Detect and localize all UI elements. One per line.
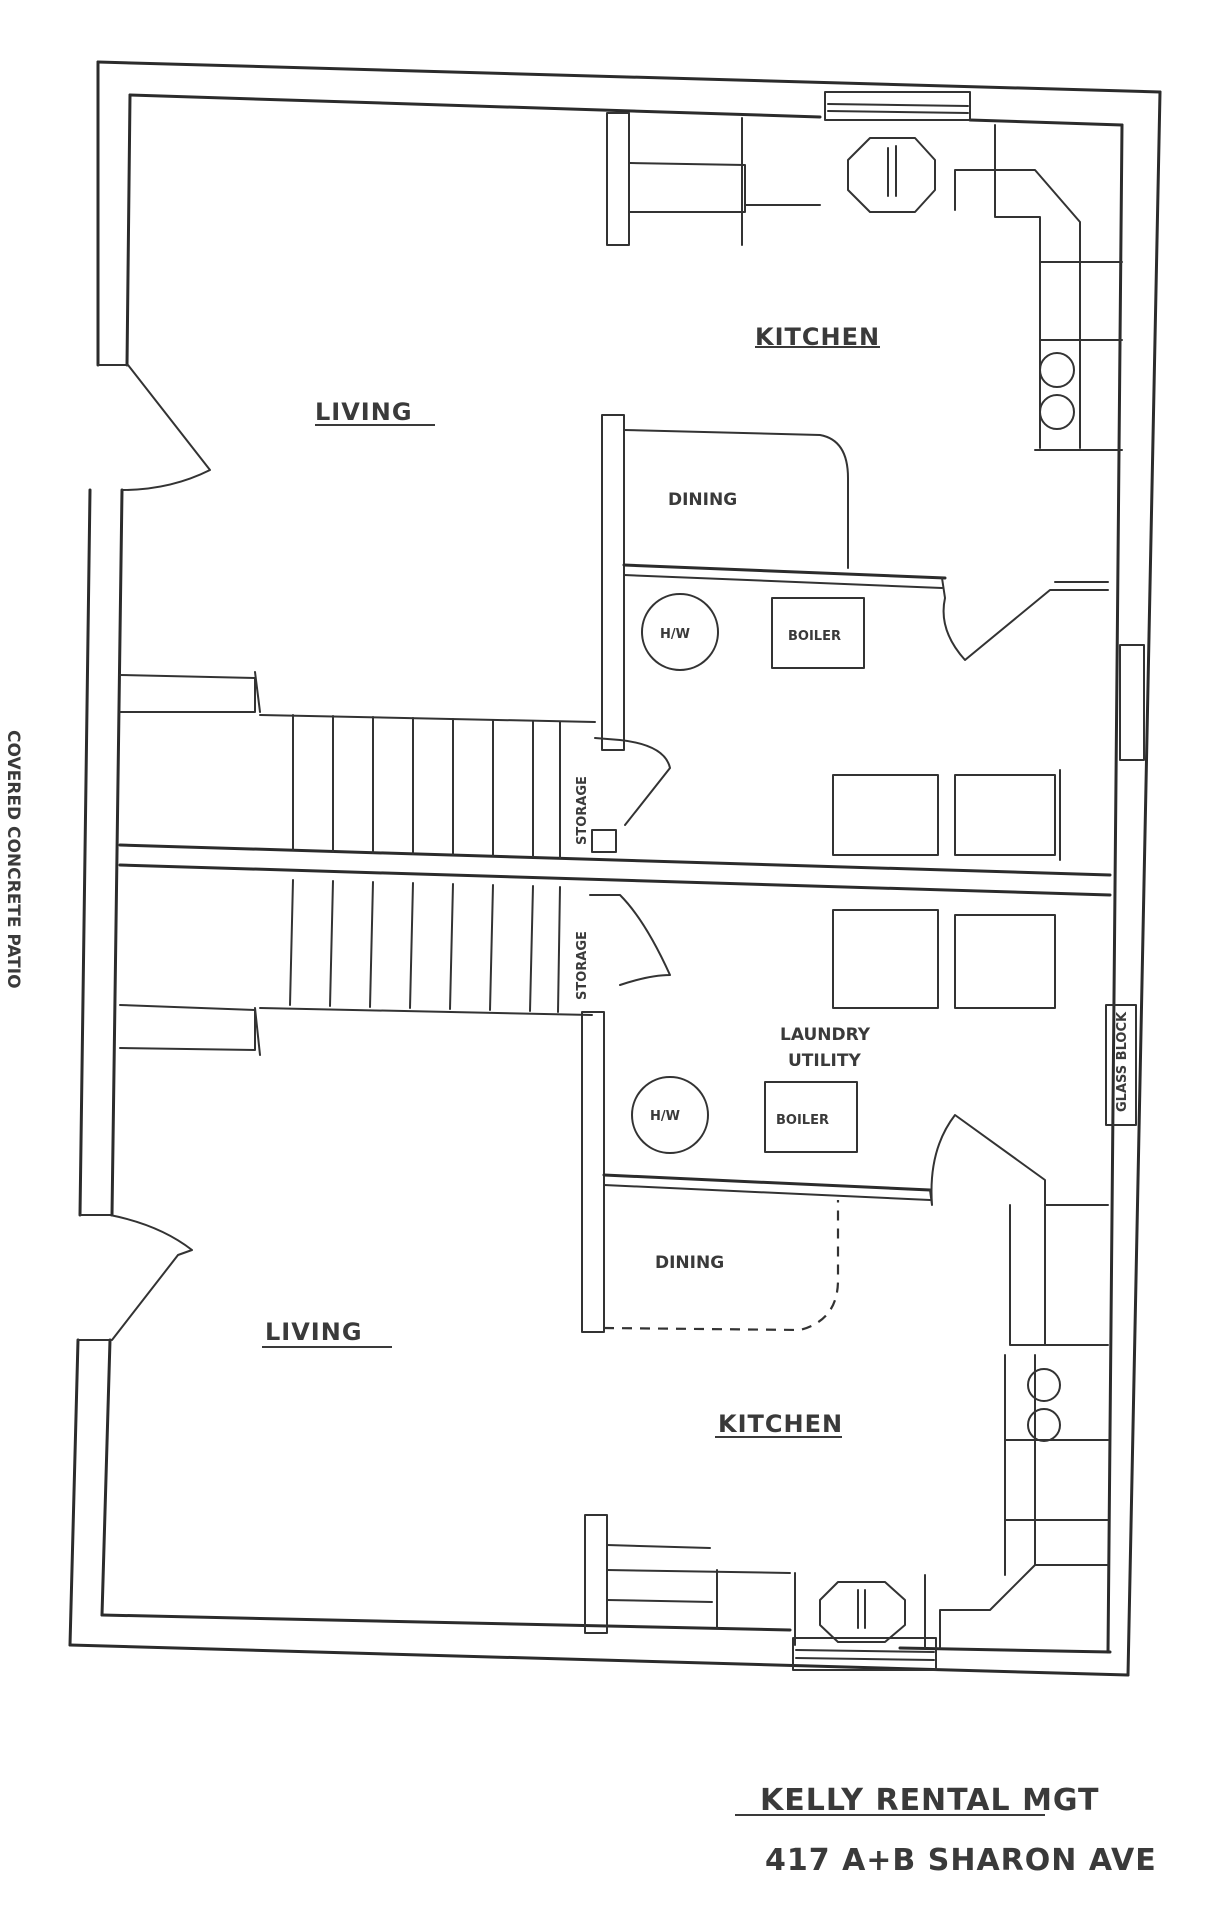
utility-label-b: UTILITY [788, 1051, 861, 1071]
storage-label-b: STORAGE [575, 931, 590, 1000]
stair-treads-a [292, 714, 561, 859]
glass-block-label: GLASS BLOCK [1115, 1011, 1130, 1112]
labels-misc: GLASS BLOCK COVERED CONCRETE PATIO [3, 730, 1130, 1112]
living-label-a: LIVING [315, 398, 413, 426]
living-label-b: LIVING [265, 1318, 363, 1346]
exterior-walls [68, 60, 1162, 1677]
labels-unit-b: LIVING KITCHEN DINING LAUNDRY UTILITY H/… [262, 931, 871, 1438]
title-line-2: 417 A+B SHARON AVE [765, 1843, 1157, 1878]
title-block: KELLY RENTAL MGT 417 A+B SHARON AVE [735, 1783, 1157, 1878]
party-wall [118, 843, 1112, 897]
water-heater-label-b: H/W [650, 1109, 680, 1124]
title-line-1: KELLY RENTAL MGT [760, 1783, 1100, 1818]
patio-label: COVERED CONCRETE PATIO [3, 730, 23, 989]
storage-label-a: STORAGE [575, 776, 590, 845]
stair-treads-b [289, 879, 561, 1013]
boiler-label-b: BOILER [776, 1113, 829, 1128]
water-heater-label-a: H/W [660, 627, 690, 642]
unit-b [77, 879, 1109, 1649]
labels-unit-a: LIVING KITCHEN DINING H/W BOILER STORAGE [315, 323, 880, 845]
dining-label-a: DINING [668, 490, 737, 510]
unit-a [97, 112, 1123, 861]
boiler-label-a: BOILER [788, 629, 841, 644]
kitchen-label-b: KITCHEN [718, 1410, 843, 1438]
laundry-label-b: LAUNDRY [780, 1025, 871, 1045]
dining-label-b: DINING [655, 1253, 724, 1273]
